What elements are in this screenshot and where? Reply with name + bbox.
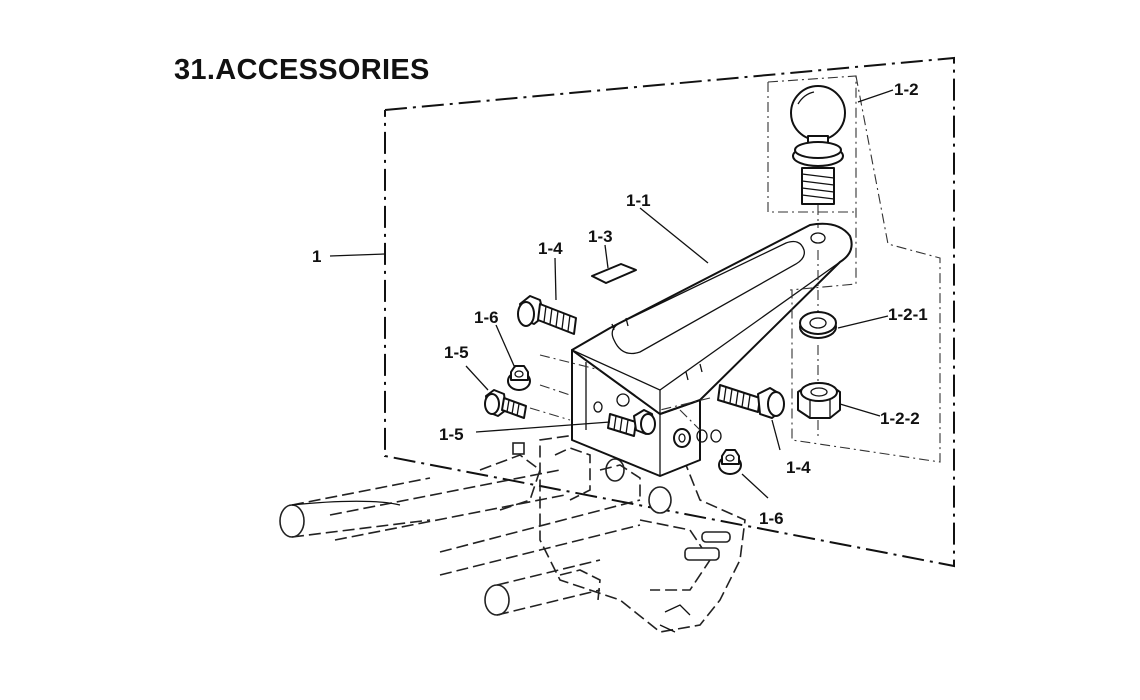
callout-1-1: 1-1 <box>626 191 651 210</box>
page-title: 31.ACCESSORIES <box>174 54 430 86</box>
callout-1-4-right: 1-4 <box>786 458 811 477</box>
label-sticker <box>591 263 637 284</box>
callout-1-4-upper: 1-4 <box>538 239 563 258</box>
callout-1-5-lower: 1-5 <box>439 425 464 444</box>
hex-nut <box>797 382 841 419</box>
flange-nut-left <box>507 365 531 391</box>
bolt-left <box>484 389 527 419</box>
callout-1-5-upper: 1-5 <box>444 343 469 362</box>
lock-washer <box>799 311 837 339</box>
nut-group-boundary <box>791 75 941 463</box>
bolt-center <box>607 409 656 437</box>
flange-nut-right <box>718 449 742 475</box>
mounting-bracket <box>571 222 853 477</box>
callout-1-2-2: 1-2-2 <box>880 409 920 428</box>
callout-1-3: 1-3 <box>588 227 613 246</box>
callout-1: 1 <box>312 247 321 266</box>
callout-1-2: 1-2 <box>894 80 919 99</box>
callout-1-6-lower: 1-6 <box>759 509 784 528</box>
assembly-boundary <box>384 56 955 568</box>
callout-1-6-upper: 1-6 <box>474 308 499 327</box>
tow-ball <box>767 75 857 440</box>
bolt-upper <box>517 295 577 335</box>
callout-1-2-1: 1-2-1 <box>888 305 928 324</box>
vehicle-frame <box>279 429 746 633</box>
bolt-right <box>717 384 785 419</box>
